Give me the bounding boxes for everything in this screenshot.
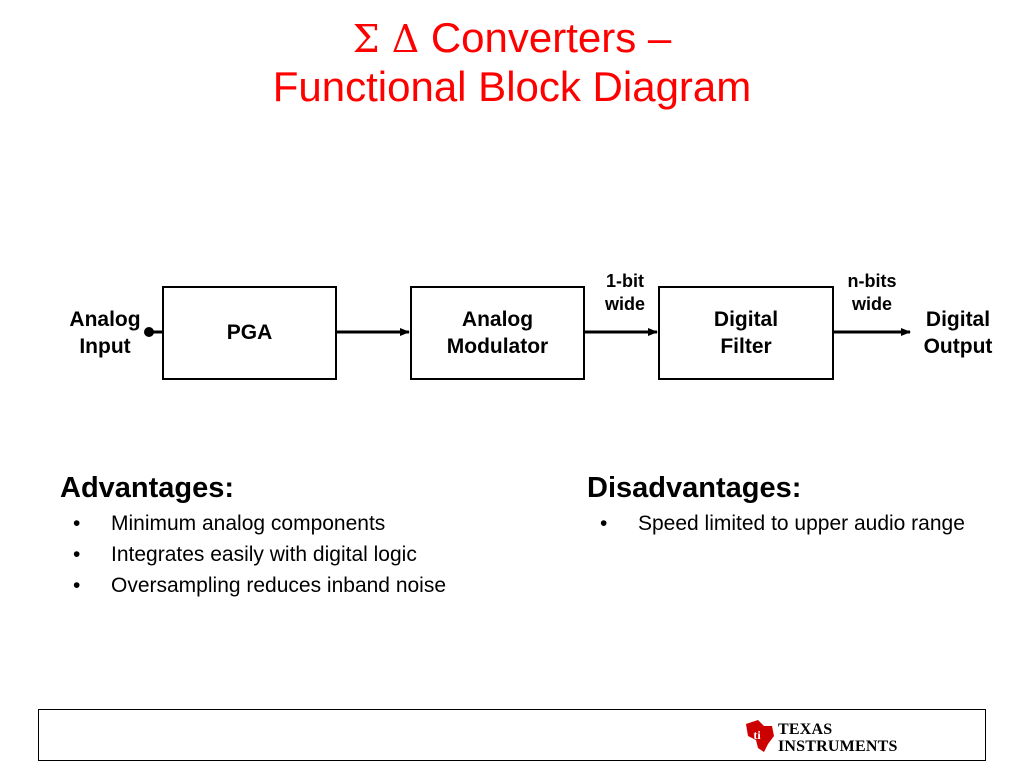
digital-filter-label-line-2: Filter — [720, 335, 772, 358]
block-diagram: Analog Input PGA Analog Modulator 1-bit … — [60, 270, 1003, 380]
digital-output-label-line-2: Output — [923, 335, 993, 359]
ti-wordmark: Texas Instruments — [778, 721, 898, 756]
ti-wordmark-line-2: Instruments — [778, 737, 898, 755]
digital-filter-block: Digital Filter — [658, 286, 834, 380]
sigma-delta-symbols: Σ Δ — [352, 17, 420, 61]
analog-input-label-line-1: Analog — [69, 308, 141, 331]
bus-nbits-label-line-1: n-bits — [847, 271, 897, 291]
digital-output-label: Digital Output — [913, 306, 1003, 361]
advantages-item: •Minimum analog components — [73, 512, 386, 535]
texas-state-icon — [746, 720, 774, 752]
advantages-item: •Oversampling reduces inband noise — [73, 574, 447, 598]
title-line-2: Functional Block Diagram — [272, 62, 752, 110]
analog-modulator-label-line-2: Modulator — [446, 335, 549, 358]
bus-1bit-label: 1-bit wide — [590, 270, 660, 317]
analog-input-label: Analog Input — [60, 306, 150, 361]
slide-title: Σ Δ Converters – Functional Block Diagra… — [0, 14, 1024, 111]
ti-wordmark-line-1: Texas — [778, 721, 833, 738]
bus-nbits-label: n-bits wide — [836, 270, 908, 317]
bus-1bit-label-line-1: 1-bit — [606, 271, 644, 291]
disadvantages-item-text: Speed limited to upper audio range — [638, 512, 965, 535]
digital-filter-label-line-1: Digital — [713, 307, 779, 331]
analog-modulator-block: Analog Modulator — [410, 286, 585, 380]
title-line-1-text: Converters – — [430, 14, 672, 61]
svg-text:ti: ti — [753, 728, 761, 742]
advantages-item-text: Integrates easily with digital logic — [111, 543, 417, 567]
footer-bar — [38, 709, 986, 761]
advantages-list: •Minimum analog components •Integrates e… — [73, 508, 496, 601]
analog-modulator-label-line-1: Analog — [461, 307, 534, 331]
advantages-item-text: Minimum analog components — [111, 512, 386, 535]
advantages-item: •Integrates easily with digital logic — [73, 543, 417, 567]
bus-1bit-label-line-2: wide — [604, 294, 645, 315]
disadvantages-heading: Disadvantages: — [587, 472, 802, 504]
disadvantages-item: •Speed limited to upper audio range — [600, 512, 965, 535]
advantages-item-text: Oversampling reduces inband noise — [111, 574, 447, 598]
texas-instruments-logo: ti — [746, 720, 774, 752]
pga-block-label: PGA — [226, 321, 273, 345]
disadvantages-list: •Speed limited to upper audio range — [600, 508, 983, 539]
advantages-heading: Advantages: — [60, 472, 235, 504]
diagram-connectors — [144, 327, 911, 337]
pga-block: PGA — [162, 286, 337, 380]
bus-nbits-label-line-2: wide — [851, 294, 892, 315]
digital-output-label-line-1: Digital — [925, 308, 991, 331]
analog-input-label-line-2: Input — [79, 335, 131, 359]
title-line-1: Σ Δ Converters – — [0, 14, 1024, 63]
